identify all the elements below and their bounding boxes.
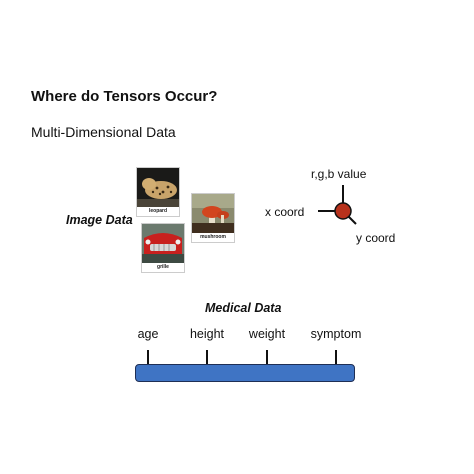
tick-weight bbox=[266, 350, 268, 364]
field-label-height: height bbox=[189, 327, 225, 341]
medical-data-label: Medical Data bbox=[205, 301, 282, 315]
leopard-image bbox=[137, 168, 179, 207]
mushroom-image bbox=[192, 194, 234, 233]
grille-image bbox=[142, 224, 184, 263]
field-label-symptom: symptom bbox=[310, 327, 362, 341]
leopard-thumbnail: leopard bbox=[136, 167, 180, 217]
field-label-age: age bbox=[137, 327, 159, 341]
y-coord-label: y coord bbox=[356, 231, 396, 245]
x-coord-label: x coord bbox=[265, 205, 305, 219]
mushroom-caption: mushroom bbox=[200, 234, 226, 240]
mushroom-thumbnail: mushroom bbox=[191, 193, 235, 243]
page-subtitle: Multi-Dimensional Data bbox=[31, 124, 176, 140]
grille-thumbnail: grille bbox=[141, 223, 185, 273]
medical-record-bar bbox=[135, 364, 355, 382]
tick-symptom bbox=[335, 350, 337, 364]
page-title: Where do Tensors Occur? bbox=[31, 88, 218, 105]
tick-height bbox=[206, 350, 208, 364]
field-label-weight: weight bbox=[248, 327, 286, 341]
rgb-value-label: r,g,b value bbox=[311, 167, 367, 181]
leopard-caption: leopard bbox=[148, 208, 168, 214]
image-data-label: Image Data bbox=[66, 213, 133, 227]
pixel-axes-diagram bbox=[318, 185, 357, 225]
tick-age bbox=[147, 350, 149, 364]
pixel-node bbox=[334, 202, 352, 220]
grille-caption: grille bbox=[157, 264, 169, 270]
